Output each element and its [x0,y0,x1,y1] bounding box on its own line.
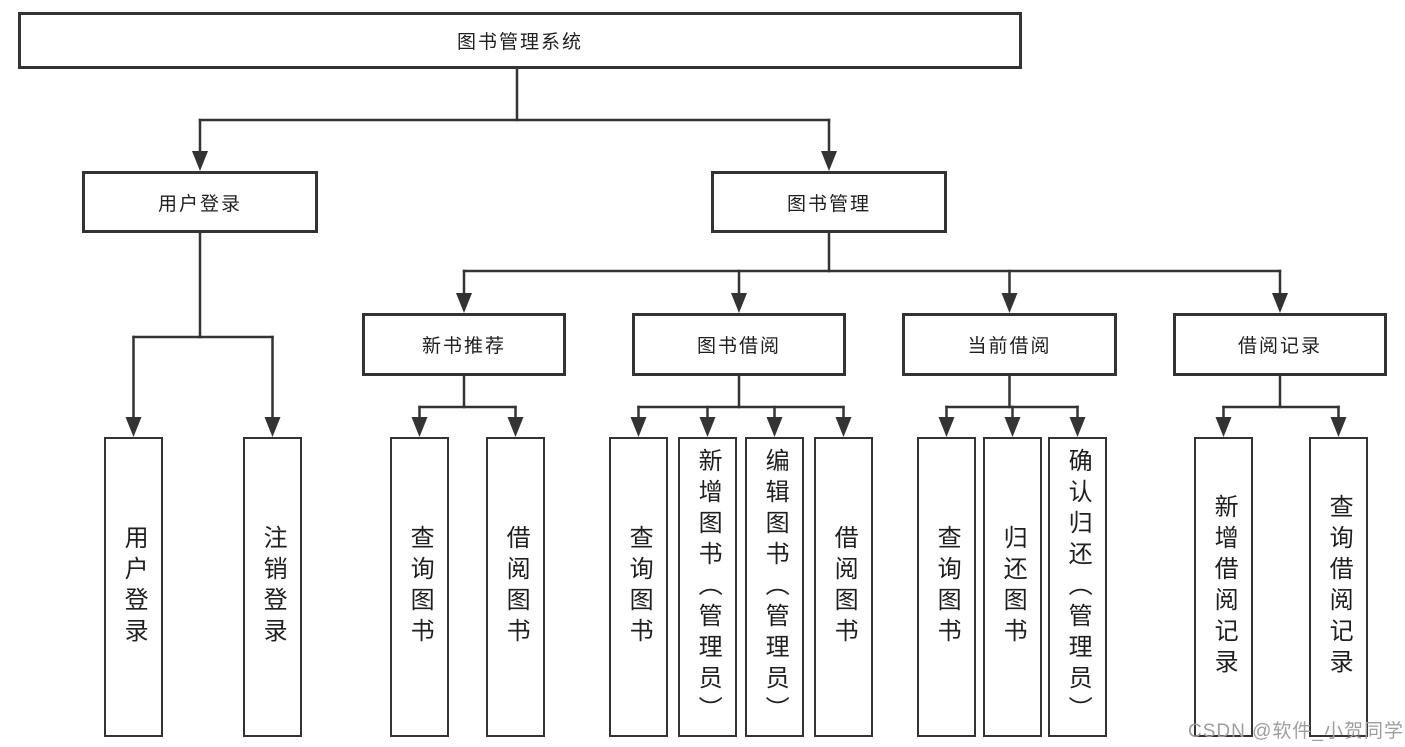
arrowhead [835,417,852,437]
edge-current-borrow-to-leaves [938,374,1086,437]
arrowhead [699,417,716,437]
node-new-book-recommend-label: 新书推荐 [421,336,506,357]
leaf-logout-login-label: 注销登录 [259,525,287,649]
arrowhead [821,151,837,171]
leaf-query-books-borrow: 查询图书 [609,437,668,737]
node-book-borrow: 图书借阅 [632,313,846,376]
node-library-system-label: 图书管理系统 [456,32,583,53]
leaf-query-books-recommend-label: 查询图书 [406,525,434,649]
arrowhead [630,417,647,437]
leaf-query-borrow-record: 查询借阅记录 [1309,437,1368,737]
node-new-book-recommend: 新书推荐 [362,313,566,376]
arrowhead [1330,417,1347,437]
arrowhead [1272,293,1288,313]
leaf-add-books-admin: 新增图书（管理员） [678,437,737,737]
leaf-return-books: 归还图书 [983,437,1042,737]
node-book-borrow-label: 图书借阅 [696,336,781,357]
edge-borrow-records-to-leaves [1215,374,1347,437]
node-user-login-label: 用户登录 [157,193,242,215]
arrowhead [456,293,472,313]
node-book-management: 图书管理 [711,171,947,233]
arrowhead [1001,293,1018,313]
node-user-login: 用户登录 [82,171,318,233]
arrowhead [1004,417,1021,437]
arrowhead [411,417,428,437]
leaf-add-books-admin-label: 新增图书（管理员） [694,447,722,727]
node-library-system: 图书管理系统 [18,12,1022,69]
arrowhead [731,293,747,313]
leaf-confirm-return-admin: 确认归还（管理员） [1048,437,1107,737]
node-borrow-records-label: 借阅记录 [1237,336,1322,357]
arrowhead [507,417,524,437]
edge-new-book-recommend-to-leaves [411,374,524,437]
leaf-edit-books-admin-label: 编辑图书（管理员） [761,447,789,727]
leaf-confirm-return-admin-label: 确认归还（管理员） [1064,447,1092,727]
node-current-borrow: 当前借阅 [902,313,1117,376]
leaf-query-books-borrow-label: 查询图书 [625,525,653,649]
arrowhead [125,417,142,437]
arrowhead [264,417,281,437]
leaf-borrow-books-label: 借阅图书 [830,525,858,649]
leaf-borrow-books-recommend: 借阅图书 [486,437,545,737]
arrowhead [1069,417,1086,437]
node-current-borrow-label: 当前借阅 [967,336,1052,357]
leaf-return-books-label: 归还图书 [999,525,1027,649]
edge-user-login-to-leaves [125,231,281,437]
leaf-query-books-current-label: 查询图书 [933,525,961,649]
arrowhead [938,417,955,437]
leaf-query-books-current: 查询图书 [917,437,976,737]
edge-book-borrow-to-leaves [630,374,852,437]
leaf-logout-login: 注销登录 [243,437,302,737]
leaf-add-borrow-record-label: 新增借阅记录 [1210,494,1238,680]
node-borrow-records: 借阅记录 [1173,313,1387,376]
csdn-watermark: CSDN @软件_小贺同学 [1188,721,1404,742]
arrowhead [1215,417,1232,437]
leaf-query-books-recommend: 查询图书 [390,437,449,737]
edge-root-to-level2 [192,67,837,171]
leaf-borrow-books-recommend-label: 借阅图书 [502,525,530,649]
leaf-add-borrow-record: 新增借阅记录 [1194,437,1253,737]
arrowhead [192,151,208,171]
edge-book-management-to-level3 [456,231,1288,313]
leaf-borrow-books: 借阅图书 [814,437,873,737]
leaf-user-login-label: 用户登录 [120,525,148,649]
leaf-edit-books-admin: 编辑图书（管理员） [745,437,804,737]
arrowhead [766,417,783,437]
node-book-management-label: 图书管理 [786,193,871,215]
leaf-user-login: 用户登录 [104,437,163,737]
leaf-query-borrow-record-label: 查询借阅记录 [1325,494,1353,680]
